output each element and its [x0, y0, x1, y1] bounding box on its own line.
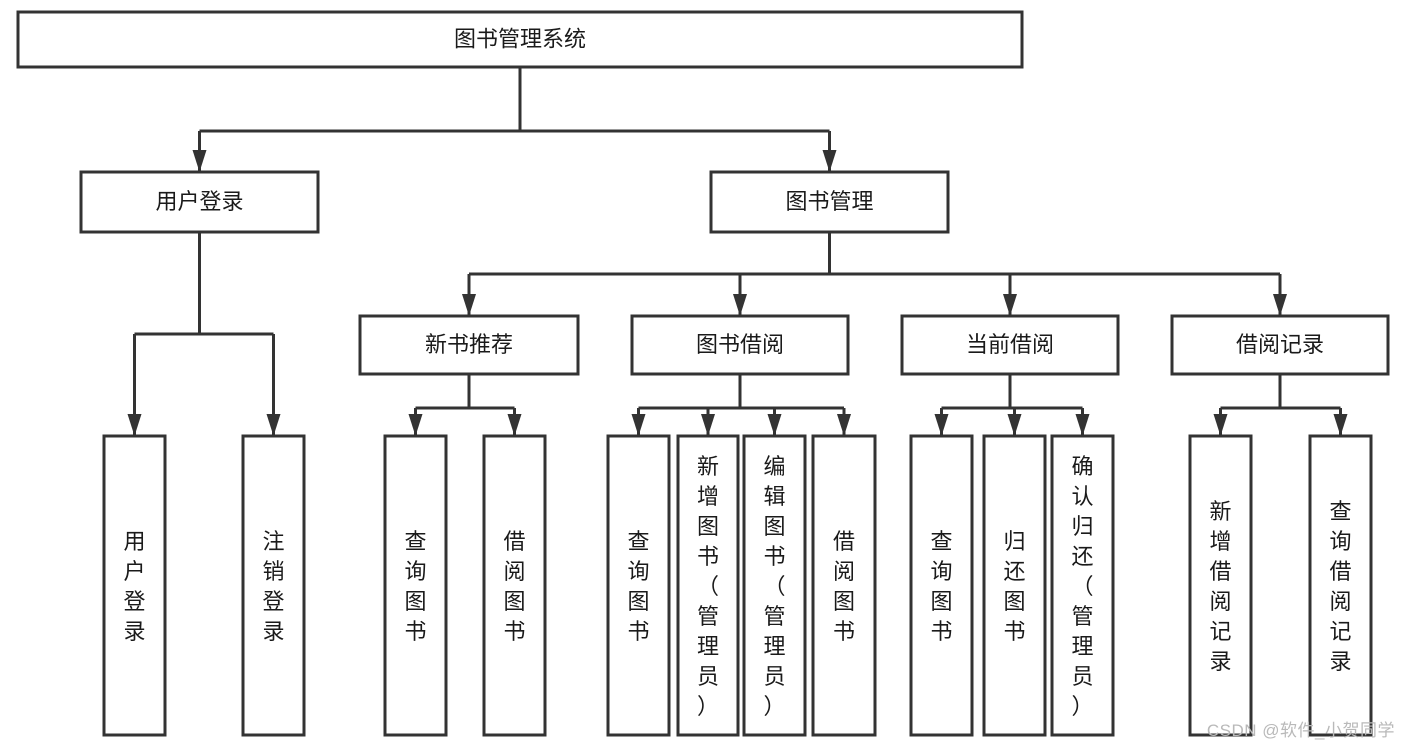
node-label-borrow-book-2: 借阅图书: [833, 529, 855, 644]
node-query-borrow-record[interactable]: 查询借阅记录: [1308, 434, 1373, 737]
node-label-borrow-record: 借阅记录: [1236, 332, 1324, 357]
node-label-query-book-2: 查询图书: [627, 529, 649, 644]
node-box-user-login: [79, 170, 320, 234]
watermark-label: CSDN @软件_小贺同学: [1206, 721, 1395, 740]
node-label-query-book-1: 查询图书: [404, 529, 426, 644]
node-label-user-login: 用户登录: [155, 189, 243, 214]
node-label-confirm-return-admin: 确认归还（管理员）: [1071, 454, 1093, 719]
node-label-book-manage: 图书管理: [785, 189, 873, 214]
connector-arrowhead: [408, 414, 423, 436]
node-box-query-book-2: [606, 434, 671, 737]
connector-arrowhead: [1007, 414, 1022, 436]
node-root[interactable]: 图书管理系统: [16, 10, 1024, 69]
node-box-book-manage: [709, 170, 950, 234]
node-box-add-book-admin: [676, 434, 740, 737]
node-label-add-book-admin: 新增图书（管理员）: [697, 454, 719, 719]
node-borrow-record[interactable]: 借阅记录: [1170, 314, 1390, 376]
connector-arrowhead: [822, 150, 837, 172]
node-borrow-book-1[interactable]: 借阅图书: [482, 434, 547, 737]
node-edit-book-admin[interactable]: 编辑图书（管理员）: [742, 434, 807, 737]
node-box-confirm-return-admin: [1050, 434, 1115, 737]
node-confirm-return-admin[interactable]: 确认归还（管理员）: [1050, 434, 1115, 737]
node-current-borrow[interactable]: 当前借阅: [900, 314, 1120, 376]
node-box-borrow-record: [1170, 314, 1390, 376]
node-new-book-recommend[interactable]: 新书推荐: [358, 314, 580, 376]
node-user-login[interactable]: 用户登录: [79, 170, 320, 234]
node-box-add-borrow-record: [1188, 434, 1253, 737]
node-book-manage[interactable]: 图书管理: [709, 170, 950, 234]
connector-arrowhead: [1213, 414, 1228, 436]
node-box-book-borrow: [630, 314, 850, 376]
node-label-user-login-do: 用户登录: [123, 529, 145, 644]
node-label-return-book: 归还图书: [1003, 529, 1025, 644]
connector-arrowhead: [701, 414, 715, 436]
connector-arrowhead: [1273, 294, 1287, 316]
connector-arrowhead: [462, 294, 476, 316]
node-label-root: 图书管理系统: [454, 26, 586, 51]
node-box-borrow-book-2: [811, 434, 877, 737]
node-layer: 图书管理系统用户登录图书管理用户登录注销登录新书推荐图书借阅当前借阅借阅记录查询…: [16, 10, 1390, 737]
node-label-edit-book-admin: 编辑图书（管理员）: [763, 454, 785, 719]
node-query-book-3[interactable]: 查询图书: [909, 434, 974, 737]
connector-arrowhead: [1003, 294, 1017, 316]
connector-arrowhead: [266, 414, 281, 436]
node-label-new-book-recommend: 新书推荐: [425, 332, 513, 357]
node-box-edit-book-admin: [742, 434, 807, 737]
node-add-borrow-record[interactable]: 新增借阅记录: [1188, 434, 1253, 737]
node-box-return-book: [982, 434, 1047, 737]
node-label-query-book-3: 查询图书: [930, 529, 952, 644]
node-add-book-admin[interactable]: 新增图书（管理员）: [676, 434, 740, 737]
connector-arrowhead: [127, 414, 142, 436]
node-box-user-login-do: [102, 434, 167, 737]
node-box-borrow-book-1: [482, 434, 547, 737]
connector-arrowhead: [934, 414, 949, 436]
node-borrow-book-2[interactable]: 借阅图书: [811, 434, 877, 737]
node-box-query-book-3: [909, 434, 974, 737]
connector-arrowhead: [1333, 414, 1348, 436]
node-label-add-borrow-record: 新增借阅记录: [1209, 499, 1231, 674]
node-box-root: [16, 10, 1024, 69]
node-book-borrow[interactable]: 图书借阅: [630, 314, 850, 376]
connector-arrowhead: [631, 414, 646, 436]
node-label-user-logout: 注销登录: [262, 529, 284, 644]
node-label-current-borrow: 当前借阅: [966, 332, 1054, 357]
node-user-logout[interactable]: 注销登录: [241, 434, 306, 737]
node-box-new-book-recommend: [358, 314, 580, 376]
node-box-query-book-1: [383, 434, 448, 737]
connector-arrowhead: [767, 414, 782, 436]
node-user-login-do[interactable]: 用户登录: [102, 434, 167, 737]
connector-layer: [127, 67, 1348, 436]
connector-arrowhead: [507, 414, 522, 436]
connector-arrowhead: [1075, 414, 1090, 436]
node-label-borrow-book-1: 借阅图书: [503, 529, 525, 644]
node-label-book-borrow: 图书借阅: [696, 332, 784, 357]
node-box-current-borrow: [900, 314, 1120, 376]
node-return-book[interactable]: 归还图书: [982, 434, 1047, 737]
connector-arrowhead: [733, 294, 747, 316]
node-query-book-1[interactable]: 查询图书: [383, 434, 448, 737]
node-label-query-borrow-record: 查询借阅记录: [1329, 499, 1351, 674]
node-box-user-logout: [241, 434, 306, 737]
node-query-book-2[interactable]: 查询图书: [606, 434, 671, 737]
connector-arrowhead: [192, 150, 207, 172]
node-box-query-borrow-record: [1308, 434, 1373, 737]
connector-arrowhead: [837, 414, 851, 436]
